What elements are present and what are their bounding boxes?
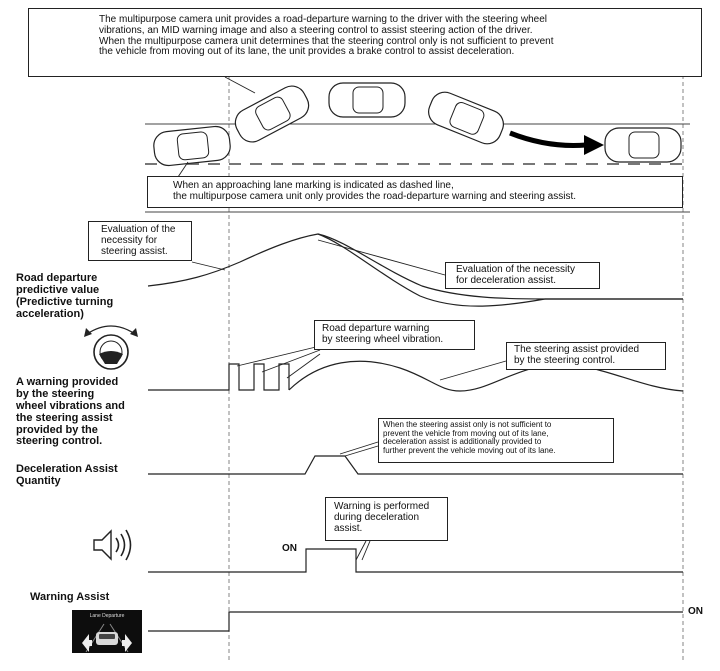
on-label-sound: ON — [282, 543, 297, 554]
road-warning-text: Road departure warning by steering wheel… — [322, 323, 444, 345]
warning-assist-signal — [148, 611, 683, 632]
speaker-sound-icon — [93, 529, 132, 561]
car-3 — [328, 82, 406, 118]
car-5 — [604, 127, 682, 163]
brake-note-callout: When the steering assist only is not suf… — [378, 418, 614, 463]
deceleration-signal — [148, 455, 683, 475]
row-label-deceleration: Deceleration Assist Quantity — [16, 463, 118, 487]
row-label-warning-assist: Warning Assist — [30, 591, 110, 603]
mid-thumb-graphic — [82, 623, 132, 653]
warning-steering-signal — [148, 360, 684, 392]
car-4 — [428, 91, 504, 145]
mid-thumb-title: Lane Departure — [89, 613, 125, 619]
road-warning-callout: Road departure warning by steering wheel… — [314, 320, 475, 350]
steering-wheel-vibration-icon — [84, 325, 138, 370]
direction-arrow-icon — [509, 130, 604, 155]
eval-steering-callout: Evaluation of the necessity for steering… — [88, 221, 192, 261]
warning-decel-text: Warning is performed during deceleration… — [334, 501, 430, 534]
on-label-assist: ON — [688, 606, 703, 617]
eval-decel-callout: Evaluation of the necessity for decelera… — [445, 262, 600, 289]
eval-steering-text: Evaluation of the necessity for steering… — [101, 224, 176, 257]
predictive-value-curves — [147, 233, 683, 307]
sound-warning-signal — [148, 548, 683, 573]
dashed-lane-callout: When an approaching lane marking is indi… — [147, 176, 683, 208]
row-label-road-departure: Road departure predictive value (Predict… — [16, 272, 114, 320]
dashed-lane-text: When an approaching lane marking is indi… — [173, 180, 576, 202]
car-2 — [234, 85, 310, 143]
top-explanation-text: The multipurpose camera unit provides a … — [99, 14, 554, 58]
steering-assist-callout: The steering assist provided by the stee… — [506, 342, 666, 370]
row-label-warning-steering: A warning provided by the steering wheel… — [16, 376, 125, 448]
brake-note-text: When the steering assist only is not suf… — [383, 420, 556, 455]
mid-display-icon: Lane Departure — [72, 610, 142, 653]
leader-lines — [175, 76, 507, 561]
top-explanation-callout: The multipurpose camera unit provides a … — [28, 8, 702, 77]
car-1 — [153, 125, 231, 167]
steering-assist-text: The steering assist provided by the stee… — [514, 344, 640, 366]
warning-decel-callout: Warning is performed during deceleration… — [325, 497, 448, 541]
eval-decel-text: Evaluation of the necessity for decelera… — [456, 264, 575, 286]
